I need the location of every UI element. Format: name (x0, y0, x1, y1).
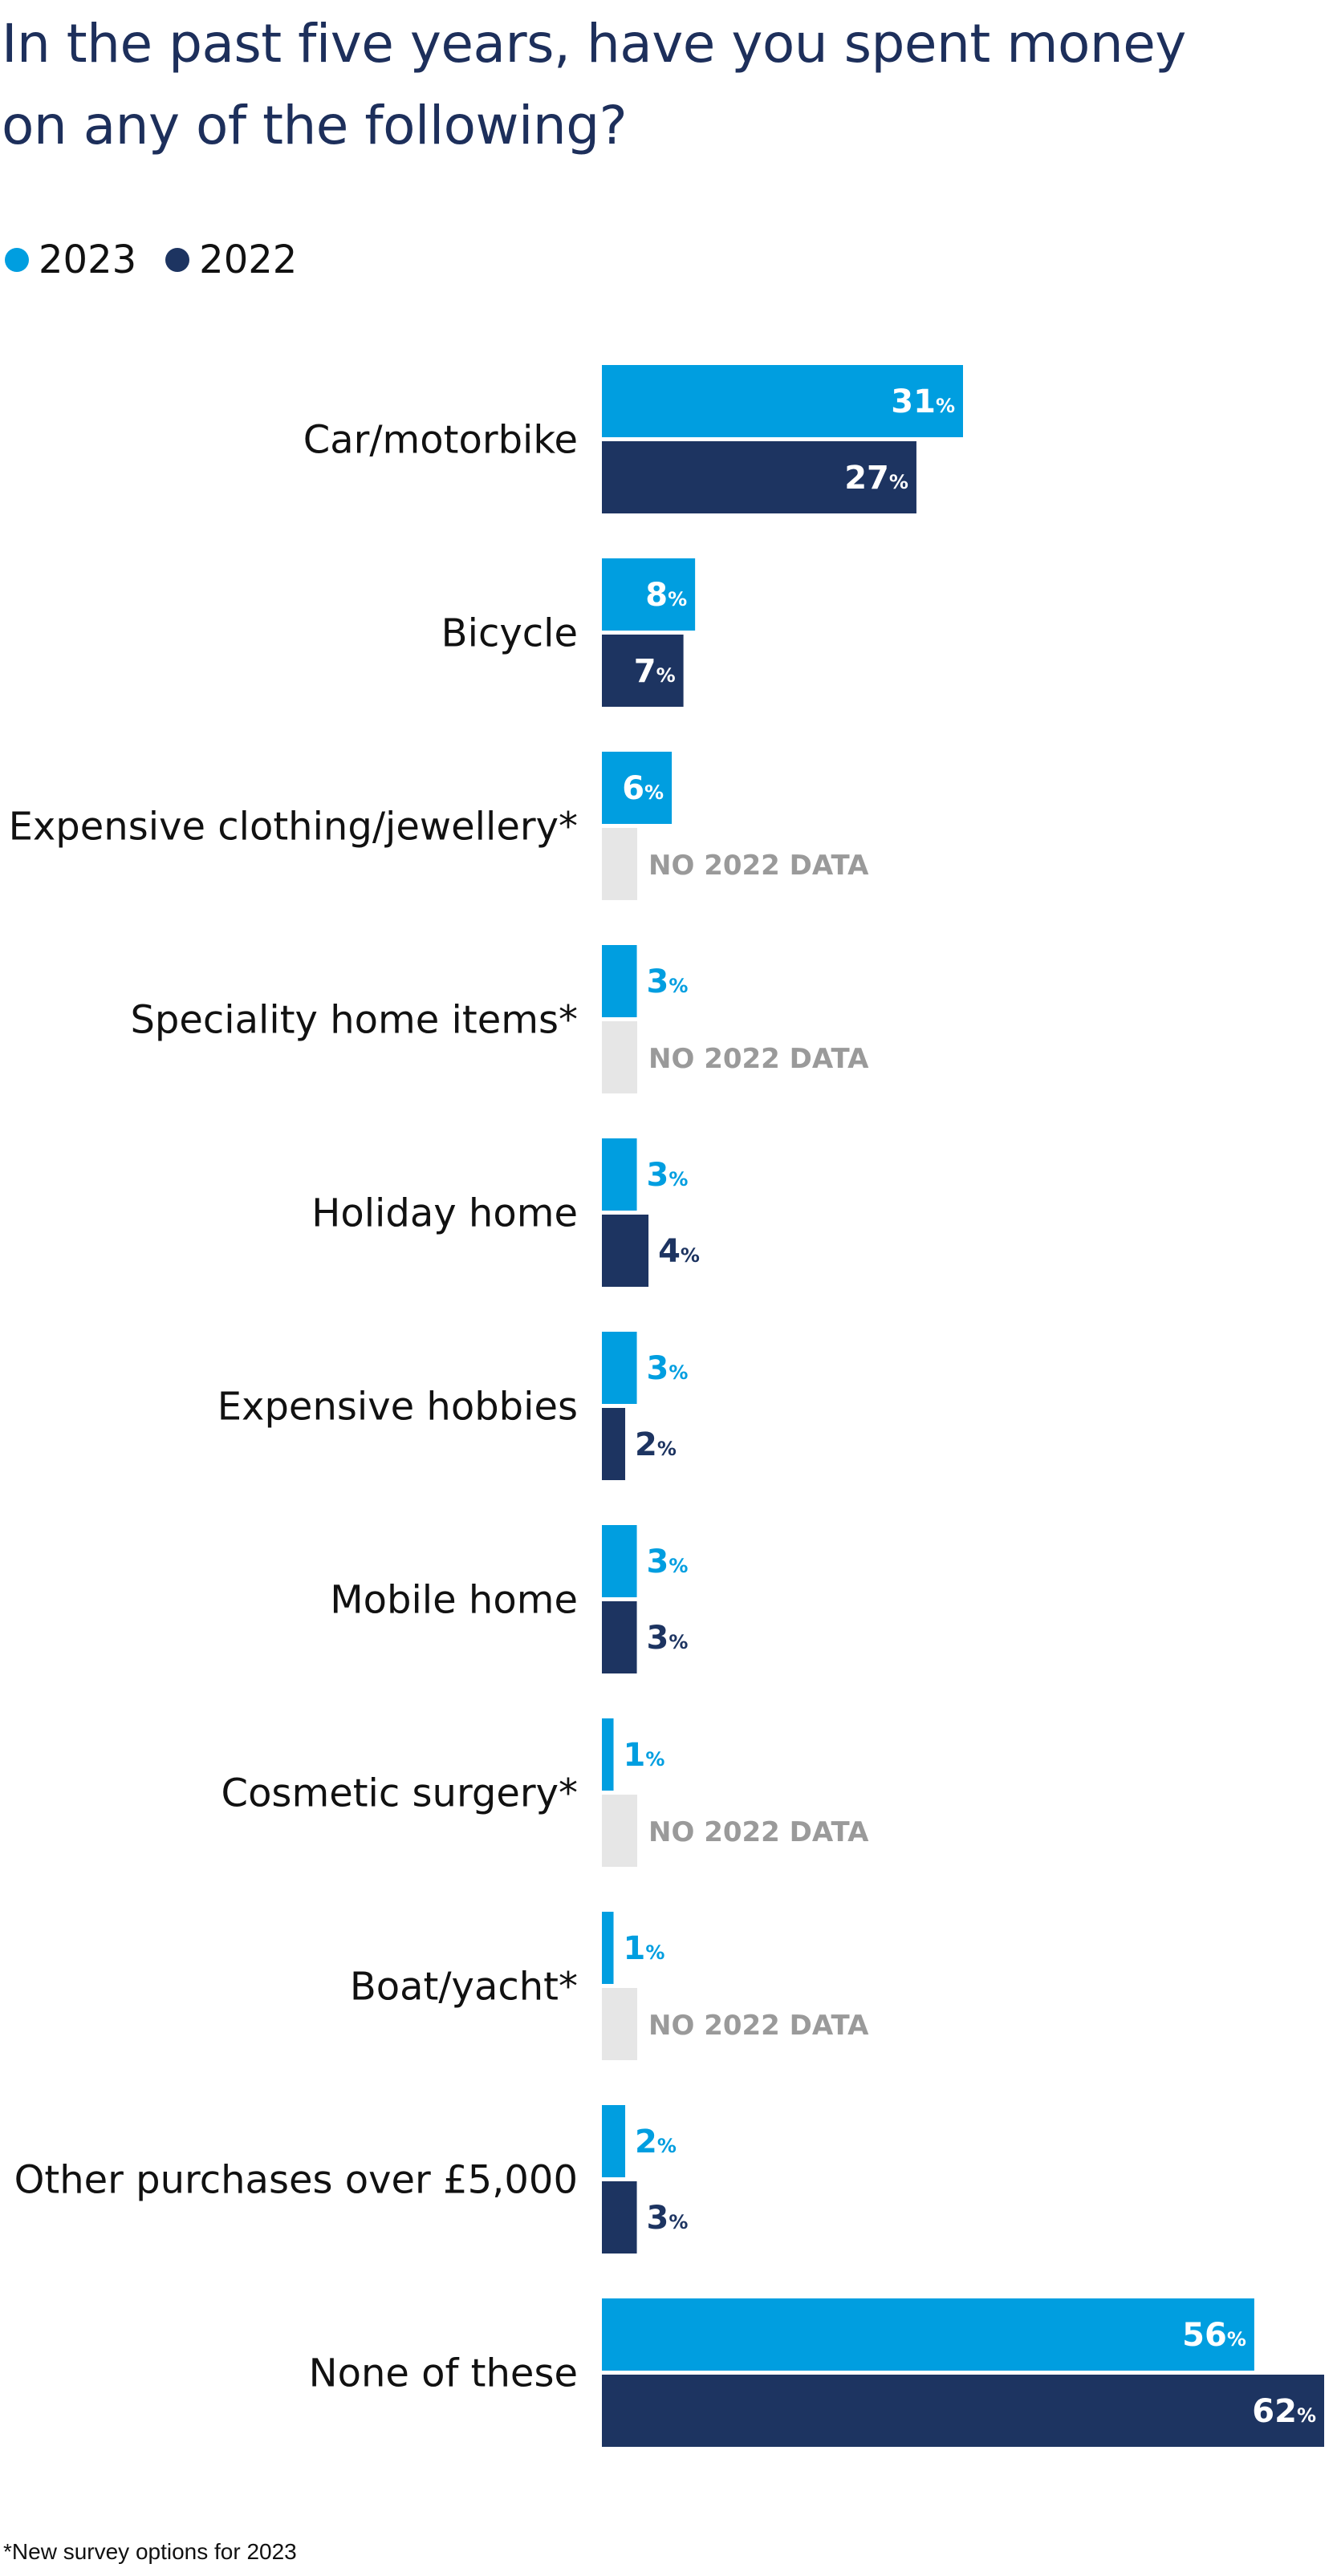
no-data-label-cosmetic-surgery: NO 2022 DATA (648, 1816, 869, 1848)
bar-series-2023-mobile-home (602, 1525, 637, 1597)
bar-series-2023-speciality-home-items (602, 945, 637, 1017)
no-data-label-expensive-clothing-jewellery: NO 2022 DATA (648, 850, 869, 882)
bar-series-2022-none-of-these (602, 2375, 1324, 2447)
data-label-series-2023-expensive-clothing-jewellery: 6% (622, 770, 664, 807)
data-label-series-2023-holiday-home: 3% (647, 1157, 689, 1194)
category-label-speciality-home-items: Speciality home items* (130, 998, 578, 1043)
legend-label-2022: 2022 (199, 237, 298, 282)
legend: 2023 2022 (5, 234, 326, 286)
bar-series-2023-boat-yacht (602, 1912, 614, 1984)
data-label-series-2023-speciality-home-items: 3% (647, 963, 689, 1000)
category-label-bicycle: Bicycle (441, 611, 578, 656)
data-label-series-2023-car-motorbike: 31% (891, 383, 955, 420)
category-label-expensive-clothing-jewellery: Expensive clothing/jewellery* (9, 805, 578, 850)
legend-swatch-2023 (5, 248, 29, 272)
category-label-cosmetic-surgery: Cosmetic surgery* (221, 1771, 578, 1816)
data-label-series-2023-none-of-these: 56% (1182, 2317, 1246, 2354)
no-data-bar-expensive-clothing-jewellery (602, 828, 637, 900)
category-label-car-motorbike: Car/motorbike (303, 418, 578, 463)
category-label-expensive-hobbies: Expensive hobbies (217, 1385, 578, 1430)
no-data-label-boat-yacht: NO 2022 DATA (648, 2010, 869, 2042)
data-label-series-2022-holiday-home: 4% (658, 1233, 700, 1270)
category-label-none-of-these: None of these (309, 2351, 578, 2396)
bar-series-2022-bicycle (602, 635, 684, 707)
category-label-holiday-home: Holiday home (311, 1191, 578, 1236)
bar-series-2023-expensive-hobbies (602, 1332, 637, 1404)
bar-series-2023-holiday-home (602, 1138, 637, 1211)
bar-series-2022-car-motorbike (602, 441, 916, 513)
legend-swatch-2022 (165, 248, 190, 272)
legend-label-2023: 2023 (39, 237, 137, 282)
data-label-series-2023-cosmetic-surgery: 1% (624, 1737, 665, 1774)
bar-series-2022-expensive-hobbies (602, 1408, 626, 1480)
category-label-other-purchases-over-5-000: Other purchases over £5,000 (14, 2158, 578, 2203)
bar-series-2023-bicycle (602, 558, 696, 631)
data-label-series-2022-car-motorbike: 27% (844, 460, 908, 497)
no-data-label-speciality-home-items: NO 2022 DATA (648, 1043, 869, 1075)
footnote: *New survey options for 2023 (3, 2539, 297, 2564)
bar-series-2023-none-of-these (602, 2298, 1254, 2371)
no-data-bar-speciality-home-items (602, 1021, 637, 1093)
bar-series-2023-cosmetic-surgery (602, 1718, 614, 1791)
data-label-series-2023-bicycle: 8% (645, 577, 687, 614)
data-label-series-2022-mobile-home: 3% (647, 1620, 689, 1657)
data-label-series-2022-other-purchases-over-5-000: 3% (647, 2200, 689, 2237)
no-data-bar-cosmetic-surgery (602, 1795, 637, 1867)
bar-series-2023-expensive-clothing-jewellery (602, 752, 673, 824)
category-label-boat-yacht: Boat/yacht* (350, 1965, 578, 2010)
legend-item-2022: 2022 (165, 237, 297, 282)
category-label-mobile-home: Mobile home (330, 1578, 578, 1623)
chart-title: In the past five years, have you spent m… (2, 13, 1186, 156)
bar-series-2022-other-purchases-over-5-000 (602, 2181, 637, 2253)
data-label-series-2023-other-purchases-over-5-000: 2% (635, 2124, 677, 2160)
data-label-series-2022-bicycle: 7% (634, 653, 676, 690)
data-label-series-2023-mobile-home: 3% (647, 1544, 689, 1580)
bar-series-2023-car-motorbike (602, 365, 963, 437)
data-label-series-2023-boat-yacht: 1% (624, 1930, 665, 1967)
bar-chart: Car/motorbike 31% 27% Bicycle 8% 7% Expensive … (9, 365, 1324, 2447)
bar-series-2022-mobile-home (602, 1601, 637, 1673)
bar-series-2023-other-purchases-over-5-000 (602, 2105, 626, 2177)
data-label-series-2023-expensive-hobbies: 3% (647, 1350, 689, 1387)
legend-item-2023: 2023 (5, 237, 136, 282)
no-data-bar-boat-yacht (602, 1988, 637, 2060)
data-label-series-2022-expensive-hobbies: 2% (635, 1426, 677, 1463)
bar-series-2022-holiday-home (602, 1215, 649, 1287)
data-label-series-2022-none-of-these: 62% (1252, 2393, 1316, 2430)
